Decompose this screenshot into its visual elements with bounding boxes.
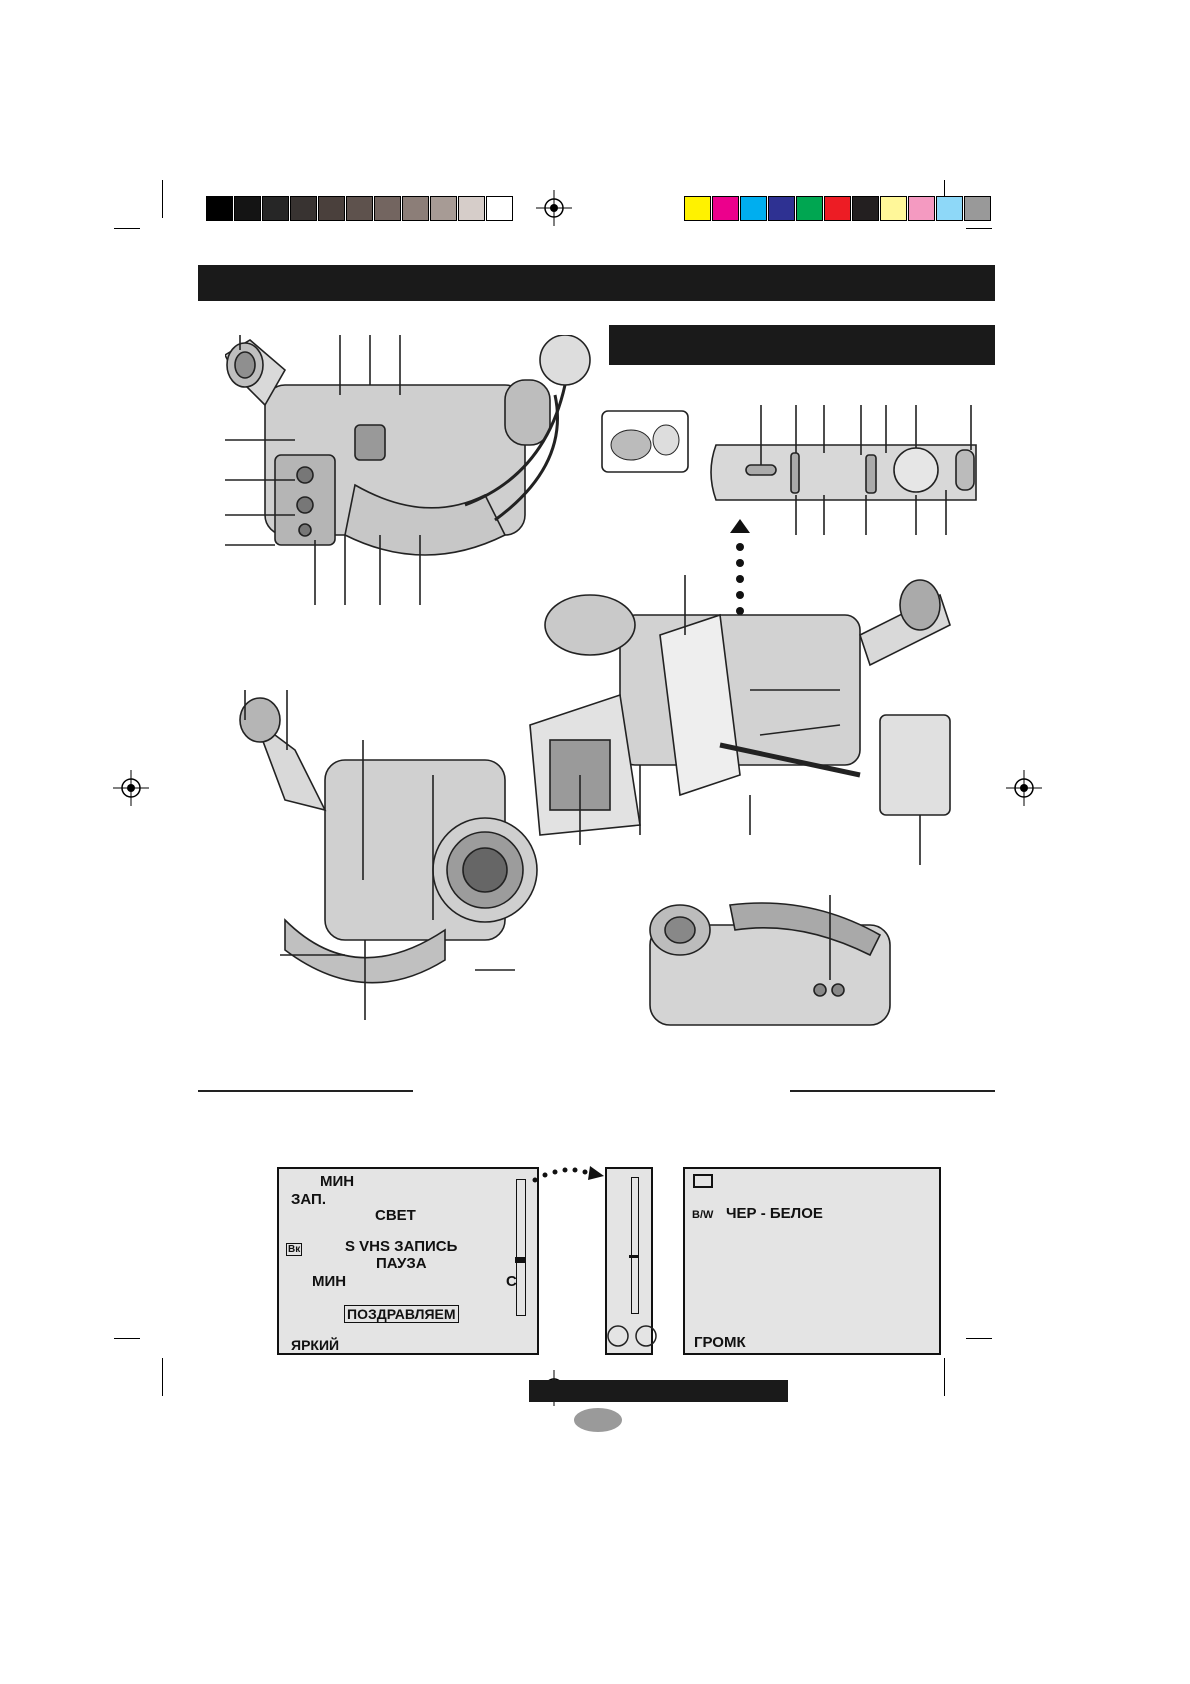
control-panel-illustration xyxy=(710,405,977,535)
dotted-arrow-right xyxy=(532,1166,604,1183)
osd-bright: ЯРКИЙ xyxy=(291,1337,340,1353)
color-swatch xyxy=(486,196,513,221)
crop-mark xyxy=(114,228,140,229)
color-swatch xyxy=(936,196,963,221)
color-swatch xyxy=(374,196,401,221)
osd-zoom-scale xyxy=(631,1177,639,1314)
crop-mark xyxy=(114,1338,140,1339)
osd-display-right: B/W ЧЕР - БЕЛОЕ ГРОМК xyxy=(683,1167,941,1355)
osd-zoom-marker xyxy=(629,1255,639,1258)
color-swatch xyxy=(402,196,429,221)
osd-bk-icon: Bк xyxy=(286,1243,303,1256)
color-swatch xyxy=(908,196,935,221)
color-swatch xyxy=(740,196,767,221)
color-swatch xyxy=(458,196,485,221)
registration-mark-left xyxy=(113,770,149,806)
section-header-bar xyxy=(609,325,995,365)
crop-mark xyxy=(966,228,992,229)
color-swatch xyxy=(852,196,879,221)
color-swatch xyxy=(430,196,457,221)
camcorder-bottom-view-illustration xyxy=(649,895,891,1026)
section-divider-right xyxy=(790,1090,995,1092)
crop-mark xyxy=(162,180,163,218)
camcorder-front-view-illustration xyxy=(239,690,538,1020)
osd-min-bottom: МИН xyxy=(312,1273,347,1290)
eyepiece-detail-inset xyxy=(601,410,689,473)
registration-mark-right xyxy=(1006,770,1042,806)
crop-mark xyxy=(162,1358,163,1396)
section-divider-left xyxy=(198,1090,413,1092)
crop-mark xyxy=(944,1358,945,1396)
color-swatch xyxy=(262,196,289,221)
osd-zoom-indicator xyxy=(515,1257,526,1263)
color-swatch xyxy=(290,196,317,221)
osd-zoom-bar xyxy=(516,1179,526,1316)
color-swatch xyxy=(684,196,711,221)
osd-rec: ЗАП. xyxy=(291,1191,326,1208)
osd-bw-icon: B/W xyxy=(692,1209,714,1221)
color-swatch xyxy=(234,196,261,221)
color-swatch xyxy=(824,196,851,221)
page-header-bar xyxy=(198,265,995,301)
osd-volume: ГРОМК xyxy=(694,1334,746,1351)
osd-pause: ПАУЗА xyxy=(376,1255,427,1272)
footer-bar xyxy=(529,1380,788,1402)
color-swatch xyxy=(768,196,795,221)
osd-display-left: МИН ЗАП. СВЕТ Bк S VHS ЗАПИСЬ ПАУЗА МИН … xyxy=(277,1167,539,1355)
registration-mark-top xyxy=(536,190,572,226)
color-swatch xyxy=(206,196,233,221)
color-swatch xyxy=(712,196,739,221)
color-swatch xyxy=(796,196,823,221)
osd-min-top: МИН xyxy=(320,1173,355,1190)
color-swatch xyxy=(346,196,373,221)
color-swatch xyxy=(318,196,345,221)
color-swatch xyxy=(964,196,991,221)
crop-mark xyxy=(966,1338,992,1339)
osd-zoom-panel xyxy=(605,1167,653,1355)
camcorder-rear-view-illustration xyxy=(225,335,591,605)
osd-greeting: ПОЗДРАВЛЯЕМ xyxy=(344,1305,459,1323)
osd-c-letter: C xyxy=(506,1273,517,1290)
camcorder-open-lcd-illustration xyxy=(529,575,951,865)
page-number-oval xyxy=(574,1408,622,1432)
osd-bw-label: ЧЕР - БЕЛОЕ xyxy=(726,1205,823,1222)
cassette-icon xyxy=(693,1174,713,1188)
color-swatch xyxy=(880,196,907,221)
osd-light: СВЕТ xyxy=(375,1207,416,1224)
osd-svhs-rec: S VHS ЗАПИСЬ xyxy=(345,1238,458,1255)
callout-circles xyxy=(607,1325,657,1347)
